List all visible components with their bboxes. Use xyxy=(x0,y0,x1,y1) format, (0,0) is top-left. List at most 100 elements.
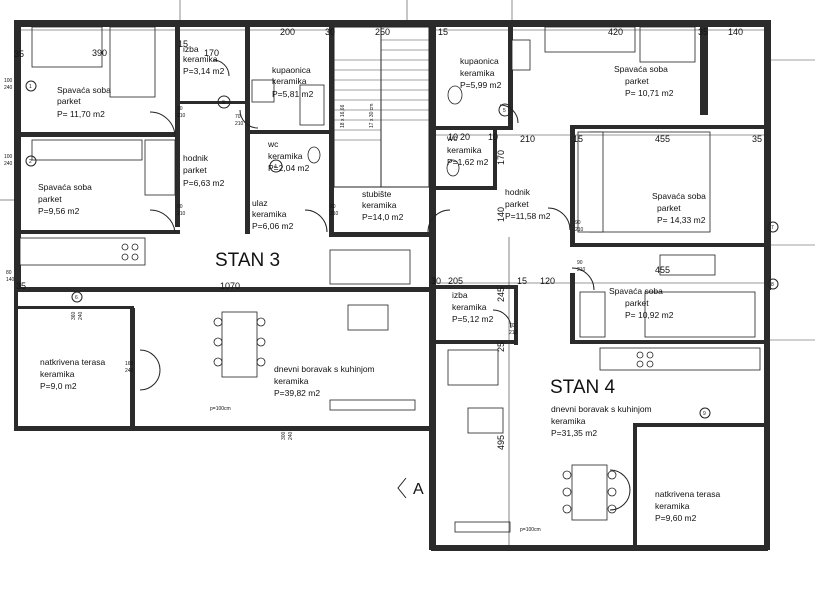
wall-west xyxy=(14,20,21,290)
section-marker-a: A xyxy=(397,477,424,499)
marker-9-label: 9 xyxy=(703,411,706,417)
window-w5b: 240 xyxy=(78,311,84,320)
room-area-living4: P=31,35 m2 xyxy=(551,428,597,438)
wall-bed-e-west xyxy=(570,125,575,245)
coffee-table-4 xyxy=(467,407,504,434)
walls xyxy=(14,20,771,551)
room-area-wc3: P=2,04 m2 xyxy=(268,163,310,173)
window-w2a: 100 xyxy=(4,154,13,160)
wall-bath-south xyxy=(245,130,330,134)
wall-bed-w-south xyxy=(20,230,180,234)
window-w5a: 360 xyxy=(71,311,77,320)
bed-se xyxy=(644,291,756,338)
dim-250: 250 xyxy=(375,27,390,37)
coffee-table-3 xyxy=(347,304,389,331)
door-label-a-bede: 90 xyxy=(575,220,581,226)
room-floor-hall3: parket xyxy=(183,165,207,175)
window-w6b: 240 xyxy=(288,431,294,440)
room-name-bed-nw: Spavaća soba xyxy=(57,85,111,95)
marker-2-label: 2 xyxy=(29,159,32,165)
room-name-izba4: izba xyxy=(452,290,468,300)
marker-4-label: 4 xyxy=(274,164,277,170)
dim-25: 25 xyxy=(496,342,506,352)
wall-bed-e-south xyxy=(570,243,768,247)
room-labels: Spavaća soba parket P= 11,70 m2 izba ker… xyxy=(38,44,720,523)
wall-bath4-east xyxy=(508,20,513,130)
window-w1a: 100 xyxy=(4,78,13,84)
dim-35c: 35 xyxy=(752,134,762,144)
room-floor-bed-w: parket xyxy=(38,194,62,204)
dim-200: 200 xyxy=(280,27,295,37)
room-area-izba3: P=3,14 m2 xyxy=(183,66,225,76)
room-area-izba4: P=5,12 m2 xyxy=(452,314,494,324)
door-label-b2-izba4: 210 xyxy=(509,330,518,336)
dim-1070: 1070 xyxy=(220,281,240,291)
room-floor-bed-nw: parket xyxy=(57,96,81,106)
kitchen-counter-3 xyxy=(19,237,146,266)
bed-nw xyxy=(31,26,103,68)
stair-note-b: 17 x 30 cm xyxy=(369,104,375,128)
room-area-bath3: P=5,81 m2 xyxy=(272,89,314,99)
door-stan4 xyxy=(427,209,451,233)
room-floor-wc4: keramika xyxy=(447,145,482,155)
window-w3b: 140 xyxy=(6,277,15,283)
dim-15d: 15 xyxy=(517,276,527,286)
railing-stan4 xyxy=(454,521,511,533)
window-w6a: 300 xyxy=(281,431,287,440)
door-label-a2-w: 210 xyxy=(177,211,186,217)
dim-170v: 170 xyxy=(496,150,506,165)
marker-6-label: 6 xyxy=(75,295,78,301)
washbasin-4 xyxy=(511,39,531,71)
room-name-hall4: hodnik xyxy=(505,187,531,197)
room-floor-living4: keramika xyxy=(551,416,586,426)
right-margin-lines xyxy=(0,0,815,341)
dim-455b: 455 xyxy=(655,265,670,275)
room-name-bed-e: Spavaća soba xyxy=(652,191,706,201)
wall-north-left xyxy=(14,20,431,27)
door-label-a-w: 90 xyxy=(177,204,183,210)
door-izba4 xyxy=(492,309,512,329)
wall-bed-se-south xyxy=(570,340,768,344)
dim-140v: 140 xyxy=(496,207,506,222)
door-label-a-bedse: 90 xyxy=(577,260,583,266)
room-floor-bath4: keramika xyxy=(460,68,495,78)
door-annotations: 90 210 90 210 70 210 70 210 80 210 90 21… xyxy=(177,106,586,336)
marker-6-circle xyxy=(71,291,83,303)
wall-east xyxy=(764,20,771,290)
room-area-bath4: P=5,99 m2 xyxy=(460,80,502,90)
railing-note-b: p=100cm xyxy=(520,527,541,533)
room-name-bath4: kupaonica xyxy=(460,56,499,66)
room-name-bed-se: Spavaća soba xyxy=(609,286,663,296)
room-area-bed-w: P=9,56 m2 xyxy=(38,206,80,216)
door-terrace3-b xyxy=(139,369,161,391)
room-area-bed-e: P= 14,33 m2 xyxy=(657,215,706,225)
room-area-hall3: P=6,63 m2 xyxy=(183,178,225,188)
dim-30b: 30 xyxy=(431,276,441,286)
wall-izba4-south xyxy=(436,340,518,344)
dim-120: 120 xyxy=(540,276,555,286)
wardrobe-se xyxy=(579,291,606,338)
wall-north-right xyxy=(431,20,771,27)
wall-south-stan4 xyxy=(431,545,768,551)
door-bed-w xyxy=(149,209,176,233)
apartment-title-stan3: STAN 3 xyxy=(215,250,280,271)
door-terrace3-a xyxy=(139,349,161,371)
door-label-b: 70 xyxy=(235,114,241,120)
furniture xyxy=(19,26,761,533)
room-name-bath3: kupaonica xyxy=(272,65,311,75)
marker-8-label: 8 xyxy=(771,282,774,288)
wall-ulaz-west xyxy=(245,134,250,234)
wall-party xyxy=(429,20,436,550)
wall-terrace3-west xyxy=(14,290,18,430)
door-label-b2: 210 xyxy=(235,121,244,127)
stair-note-a: 18 x 16,66 xyxy=(340,104,346,128)
window-markers: 1 2 3 4 5 6 7 8 9 xyxy=(25,80,779,419)
kitchen-counter-4 xyxy=(599,347,761,371)
dim-35b: 35 xyxy=(698,27,708,37)
marker-9-circle xyxy=(699,407,711,419)
railing-note-a: p=100cm xyxy=(210,406,231,412)
window-w3a: 80 xyxy=(6,270,12,276)
dim-35a: 35 xyxy=(14,49,24,59)
section-label: A xyxy=(413,481,424,498)
room-name-izba3: izba xyxy=(183,44,199,54)
